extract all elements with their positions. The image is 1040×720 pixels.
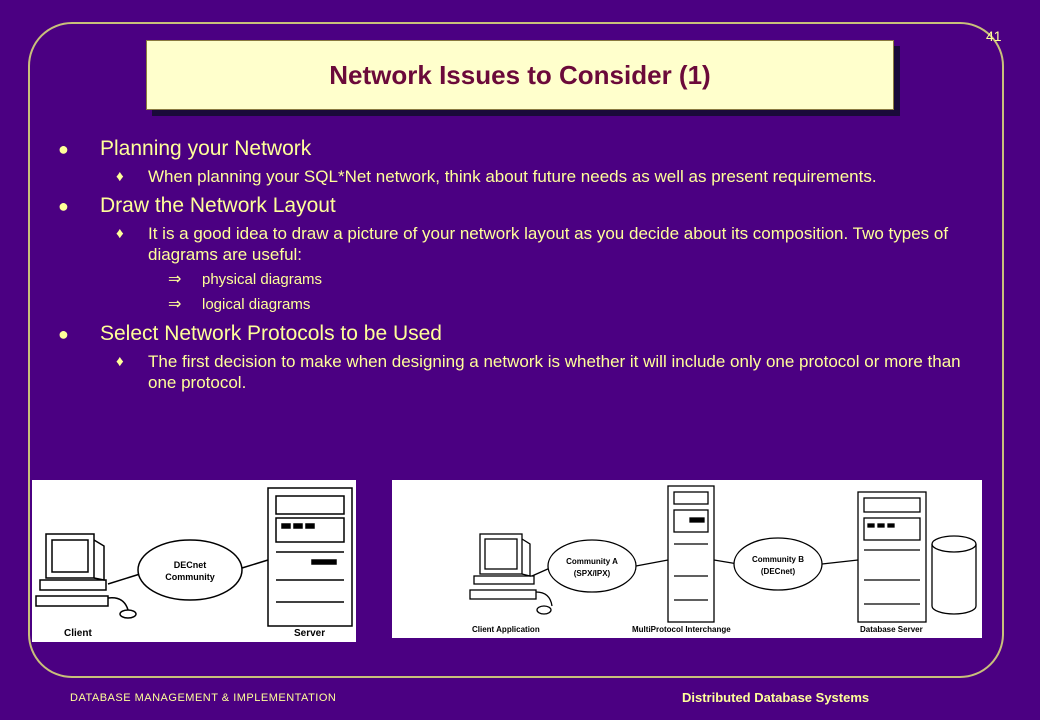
server-tower-icon xyxy=(267,487,353,627)
sub-sub-bullet-physical: ⇒ physical diagrams xyxy=(56,270,986,290)
decnet-cloud xyxy=(137,539,243,601)
physical-diagram: DECnet Community Client Server xyxy=(32,480,356,642)
server-label: Server xyxy=(294,628,325,639)
bullet-list: ● Planning your Network ♦ When planning … xyxy=(56,130,986,399)
sub-bullet-text: The first decision to make when designin… xyxy=(148,352,961,392)
server-link xyxy=(241,559,269,569)
sub-sub-bullet-text: logical diagrams xyxy=(202,296,311,313)
bullet-layout: ● Draw the Network Layout xyxy=(56,193,986,219)
community-a-cloud xyxy=(547,539,637,593)
sub-bullet-text: When planning your SQL*Net network, thin… xyxy=(148,167,877,186)
footer-course: DATABASE MANAGEMENT & IMPLEMENTATION xyxy=(70,692,337,704)
client-label: Client xyxy=(64,628,92,639)
server-link xyxy=(821,559,859,565)
round-bullet-icon: ● xyxy=(58,196,69,216)
client-computer-icon xyxy=(35,533,137,619)
slide-frame xyxy=(28,22,1004,678)
bullet-text: Draw the Network Layout xyxy=(100,194,336,217)
logical-diagram: Community A (SPX/IPX) Community B (DECne… xyxy=(392,480,982,638)
arrow-bullet-icon: ⇒ xyxy=(168,271,182,288)
logical-diagram-svg: Community A (SPX/IPX) Community B (DECne… xyxy=(469,485,977,634)
community-b-protocol: (DECnet) xyxy=(761,567,796,576)
client-application-label: Client Application xyxy=(472,625,540,634)
bullet-planning: ● Planning your Network xyxy=(56,136,986,162)
interchange-label: MultiProtocol Interchange xyxy=(632,625,731,634)
interchange-link-a xyxy=(635,559,669,567)
bullet-protocols: ● Select Network Protocols to be Used xyxy=(56,321,986,347)
bullet-text: Planning your Network xyxy=(100,137,312,160)
round-bullet-icon: ● xyxy=(58,139,69,159)
cloud-label-line1: DECnet xyxy=(174,560,207,570)
community-b-label: Community B xyxy=(752,555,804,564)
database-cylinder-icon xyxy=(931,535,977,615)
sub-bullet-layout: ♦ It is a good idea to draw a picture of… xyxy=(56,223,986,265)
footer-topic: Distributed Database Systems xyxy=(682,690,870,705)
physical-diagram-svg: DECnet Community Client Server xyxy=(35,487,353,639)
round-bullet-icon: ● xyxy=(58,324,69,344)
community-a-protocol: (SPX/IPX) xyxy=(574,569,611,578)
community-a-label: Community A xyxy=(566,557,618,566)
sub-sub-bullet-text: physical diagrams xyxy=(202,271,323,288)
interchange-tower-icon xyxy=(667,485,715,623)
sub-bullet-planning: ♦ When planning your SQL*Net network, th… xyxy=(56,166,986,187)
community-b-cloud xyxy=(733,537,823,591)
database-server-label: Database Server xyxy=(860,625,923,634)
title-box: Network Issues to Consider (1) xyxy=(146,40,894,110)
diamond-bullet-icon: ♦ xyxy=(116,353,124,370)
client-link xyxy=(107,573,141,585)
bullet-text: Select Network Protocols to be Used xyxy=(100,322,442,345)
cloud-label-line2: Community xyxy=(165,572,215,582)
client-link xyxy=(531,567,551,577)
client-computer-icon xyxy=(469,533,553,615)
sub-bullet-text: It is a good idea to draw a picture of y… xyxy=(148,224,949,264)
diamond-bullet-icon: ♦ xyxy=(116,225,124,242)
arrow-bullet-icon: ⇒ xyxy=(168,296,182,313)
slide-title: Network Issues to Consider (1) xyxy=(329,59,711,90)
database-server-icon xyxy=(857,491,927,623)
sub-bullet-protocols: ♦ The first decision to make when design… xyxy=(56,351,986,393)
page-number: 41 xyxy=(986,28,1002,44)
diamond-bullet-icon: ♦ xyxy=(116,168,124,185)
sub-sub-bullet-logical: ⇒ logical diagrams xyxy=(56,295,986,315)
